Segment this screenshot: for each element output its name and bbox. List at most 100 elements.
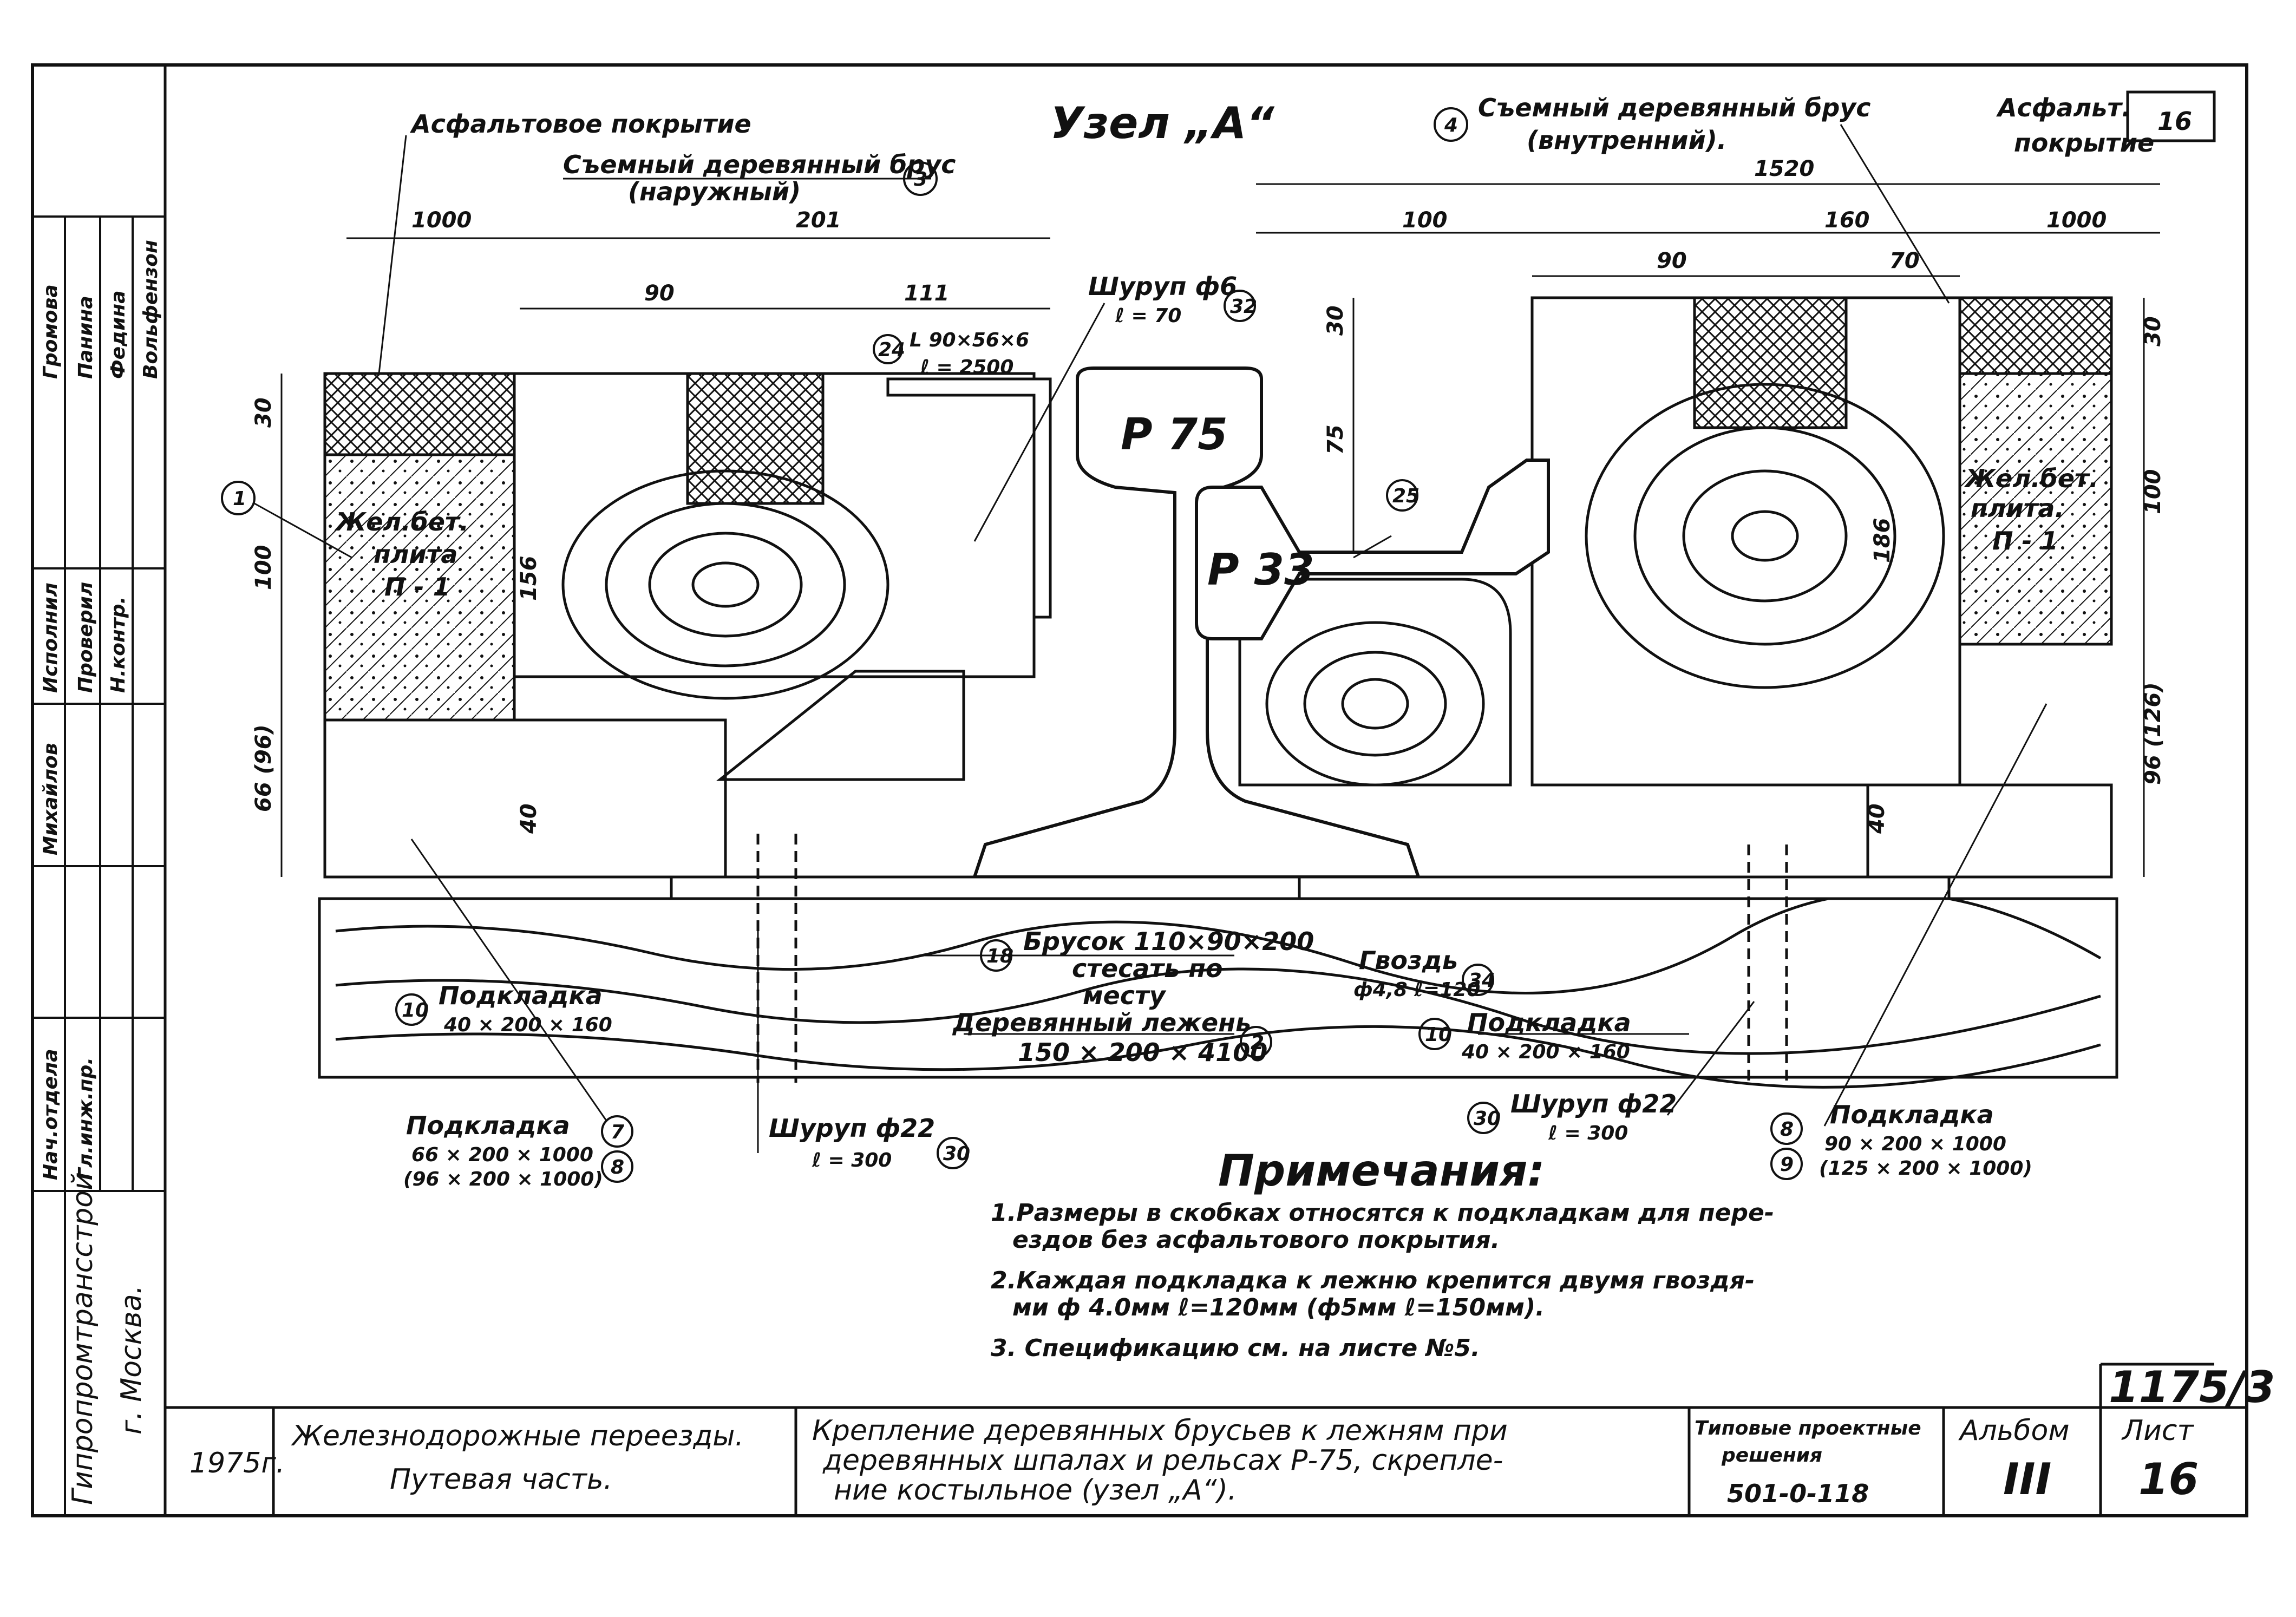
stamp-role-4: Гл.инж.пр. — [75, 1057, 97, 1180]
svg-text:10: 10 — [402, 999, 429, 1022]
label-inner-beam: Съемный деревянный брус — [1478, 93, 1871, 122]
callout-nail — [1462, 964, 1494, 996]
dim-186: 186 — [1870, 518, 1895, 564]
outer-frame — [31, 63, 2248, 1517]
callout-outer-beam — [903, 161, 938, 196]
svg-text:25: 25 — [1392, 485, 1420, 507]
right-assembly — [1238, 296, 2113, 787]
dim-90-left: 90 — [644, 281, 675, 306]
note-3: 3. Спецификацию см. на листе №5. — [991, 1334, 1480, 1362]
svg-text:30: 30 — [943, 1143, 970, 1165]
svg-text:30: 30 — [1474, 1108, 1501, 1130]
label-lezhen: Деревянный лежень — [952, 1008, 1251, 1037]
dimension-lines — [280, 183, 2160, 877]
dim-1520: 1520 — [1754, 156, 1814, 181]
callout-screw22-left — [937, 1137, 969, 1169]
svg-text:66 × 200 × 1000: 66 × 200 × 1000 — [411, 1144, 593, 1166]
label-slab-right: Жел.бет. — [1964, 464, 2098, 493]
svg-text:10: 10 — [1425, 1024, 1452, 1046]
tb-code: 1175/3 — [2109, 1362, 2275, 1412]
dim-30-right: 30 — [2141, 316, 2166, 346]
label-podkl7: Подкладка — [406, 1111, 570, 1140]
dim-100-right-v: 100 — [2141, 469, 2166, 515]
svg-text:плита.: плита. — [1971, 494, 2064, 523]
svg-text:2: 2 — [1251, 1032, 1264, 1054]
dim-156: 156 — [516, 556, 541, 601]
tb-subject-2: Путевая часть. — [390, 1463, 612, 1496]
label-slab-left: Жел.бет. — [334, 507, 469, 536]
stamp-name-2: Панина — [75, 296, 97, 379]
label-podkl10-right: Подкладка — [1467, 1008, 1631, 1037]
dim-100-left: 100 — [251, 545, 276, 591]
callout-rail — [1386, 479, 1418, 512]
stamp-org: Гипропромтрансстрой — [67, 1172, 99, 1505]
dim-201: 201 — [796, 208, 841, 233]
stamp-role-1: Исполнил — [40, 582, 62, 693]
drawing-title: Узел „А“ — [1050, 98, 1275, 148]
dim-1000-right: 1000 — [2046, 208, 2107, 233]
label-podkl10-left: Подкладка — [439, 981, 603, 1010]
tb-subject-1: Железнодорожные переезды. — [291, 1420, 744, 1452]
svg-text:4: 4 — [1444, 114, 1458, 136]
label-angle-2: ℓ = 2500 — [920, 356, 1013, 378]
dim-111: 111 — [904, 281, 950, 306]
stamp-grid — [32, 215, 165, 1516]
asphalt-left — [323, 372, 516, 456]
stamp-name-5: Михайлов — [40, 743, 62, 855]
svg-text:ℓ = 300: ℓ = 300 — [812, 1149, 892, 1171]
sleeper-right — [1866, 783, 2113, 879]
tb-typ-3: 501-0-118 — [1727, 1479, 1869, 1508]
inner-beam-insert — [1693, 296, 1848, 429]
angle-steel — [886, 377, 1052, 619]
label-inner-beam-sub: (внутренний). — [1527, 126, 1726, 155]
label-rail-p33: Р 33 — [1207, 545, 1314, 595]
stamp-name-1: Громова — [40, 284, 62, 379]
tb-desc-1: Крепление деревянных брусьев к лежням пр… — [812, 1415, 1508, 1447]
callout-lezhen — [1240, 1026, 1272, 1058]
rails — [972, 366, 1550, 879]
note-2b: ми ф 4.0мм ℓ=120мм (ф5мм ℓ=150мм). — [1012, 1294, 1545, 1321]
callout-inner-beam — [1434, 107, 1468, 142]
tb-album-value: III — [2003, 1454, 2051, 1504]
asphalt-right — [1958, 296, 2113, 375]
svg-text:плита: плита — [374, 540, 457, 569]
tb-year: 1975г. — [189, 1447, 285, 1479]
svg-text:1: 1 — [233, 488, 246, 510]
dim-70: 70 — [1889, 248, 1920, 273]
tb-typ-2: решения — [1721, 1444, 1822, 1467]
label-asphalt-right: Асфальт. — [1996, 93, 2131, 122]
svg-text:9: 9 — [1780, 1154, 1794, 1176]
svg-text:(125 × 200 × 1000): (125 × 200 × 1000) — [1819, 1157, 2032, 1180]
dim-1000-left: 1000 — [411, 208, 472, 233]
svg-text:стесать по: стесать по — [1072, 954, 1223, 983]
wooden-lezhen — [318, 897, 2118, 1079]
label-asphalt-left: Асфальтовое покрытие — [410, 109, 751, 139]
stamp-role-5: Нач.отдела — [40, 1049, 62, 1180]
note-2a: 2.Каждая подкладка к лежню крепится двум… — [991, 1267, 1755, 1294]
callout-screw22-right — [1467, 1102, 1500, 1134]
dim-66: 66 (96) — [251, 724, 276, 812]
rail-p33 — [1195, 459, 1550, 640]
svg-text:34: 34 — [1468, 970, 1495, 992]
svg-text:18: 18 — [986, 945, 1013, 967]
dim-160: 160 — [1824, 208, 1870, 233]
dim-30-left: 30 — [251, 397, 276, 428]
svg-text:40 × 200 × 160: 40 × 200 × 160 — [443, 1014, 612, 1036]
label-angle-1: L 90×56×6 — [910, 329, 1029, 351]
stamp-role-2: Проверил — [75, 582, 97, 693]
svg-text:7: 7 — [611, 1121, 624, 1143]
note-1a: 1.Размеры в скобках относятся к подкладк… — [991, 1199, 1774, 1227]
corner-sheet-number: 16 — [2157, 107, 2192, 136]
dim-100-right: 100 — [1402, 208, 1448, 233]
tb-sheet-value: 16 — [2138, 1454, 2199, 1504]
svg-text:8: 8 — [611, 1156, 624, 1179]
stamp-role-3: Н.контр. — [107, 597, 129, 693]
stamp-name-4: Вольфензон — [140, 240, 162, 379]
svg-text:ф4,8 ℓ=120: ф4,8 ℓ=120 — [1353, 979, 1480, 1001]
dim-96: 96 (126) — [2141, 682, 2166, 785]
label-podkl8: Подкладка — [1830, 1100, 1994, 1129]
tb-sheet-label: Лист — [2121, 1415, 2194, 1447]
callout-slab — [221, 481, 256, 515]
concrete-slab-right — [1958, 372, 2113, 646]
dim-30-mid: 30 — [1323, 305, 1348, 336]
